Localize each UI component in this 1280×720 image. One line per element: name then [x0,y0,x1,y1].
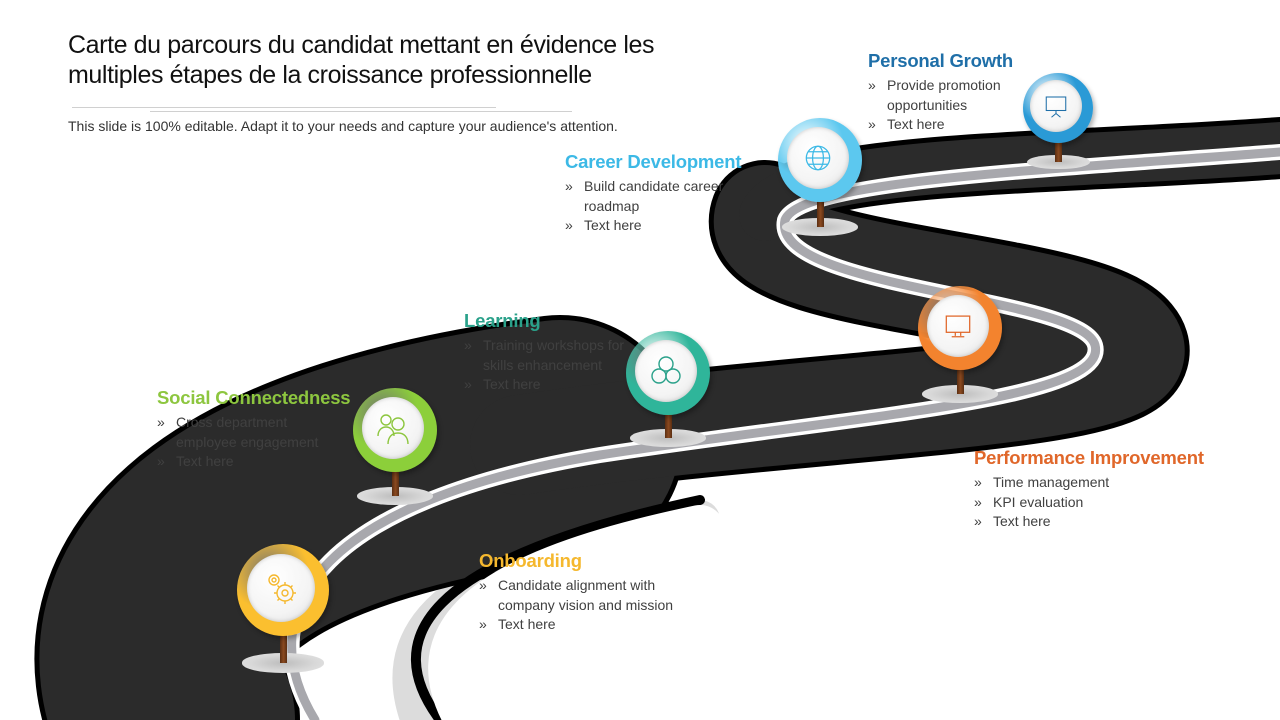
pin-face [634,339,698,403]
gears-icon [268,574,296,604]
pin-ring [778,118,862,202]
stage-bullet: Text here [464,375,644,395]
globe-icon [805,145,831,171]
stage-heading: Onboarding [479,550,582,571]
pin-ring [1023,73,1093,143]
pin-stick [279,632,287,663]
stage-bullet: Text here [157,452,342,472]
circles-icon [651,356,681,384]
stage-learning: Learning Training workshops for skills e… [464,310,644,395]
pin-stick [664,411,672,438]
stage-bullet: Build candidate career roadmap [565,177,740,216]
stage-bullet: Text here [868,115,1018,135]
stage-bullet: Text here [565,216,740,236]
pin-face [246,553,316,623]
stage-personal-growth: Personal Growth Provide promotion opport… [868,50,1018,135]
stage-heading: Career Development [565,151,742,172]
lane-stripe [287,147,1280,720]
stage-heading: Learning [464,310,541,331]
stage-onboarding: Onboarding Candidate alignment with comp… [479,550,694,635]
pin-ring [237,544,329,636]
title-divider [72,107,496,108]
pin-face [786,126,850,190]
pin-face [926,294,990,358]
title-divider [150,111,572,112]
stage-bullet: Provide promotion opportunities [868,76,1018,115]
pin-stick [1054,139,1062,162]
stage-bullet: Text here [974,512,1214,532]
pin-face [1030,80,1082,132]
stage-bullet: Training workshops for skills enhancemen… [464,336,644,375]
stage-heading: Performance Improvement [974,447,1204,468]
stage-bullet: Cross department employee engagement [157,413,342,452]
stage-bullet: Text here [479,615,694,635]
stage-heading: Personal Growth [868,50,1014,71]
pin-stick [391,468,399,496]
stage-performance-improvement: Performance Improvement Time managementK… [974,447,1214,532]
pin-stick [816,198,824,227]
pin-face [361,396,425,460]
pin-ring [353,388,437,472]
road-surface [39,320,680,720]
slide-title: Carte du parcours du candidat mettant en… [68,31,655,89]
slide-subtitle: This slide is 100% editable. Adapt it to… [68,118,618,134]
road-inner-edge [411,495,705,720]
stage-social-connectedness: Social Connectedness Cross department em… [157,387,351,472]
stage-heading: Social Connectedness [157,387,351,408]
presentation-board-icon [1045,96,1067,118]
pin-ring [626,331,710,415]
stage-bullet: KPI evaluation [974,493,1214,513]
monitor-icon [945,315,971,338]
stage-bullet: Time management [974,473,1214,493]
stage-bullet: Candidate alignment with company vision … [479,576,694,615]
pin-ring [918,286,1002,370]
people-icon [377,414,409,445]
pin-stick [956,366,964,394]
stage-career-development: Career Development Build candidate caree… [565,151,742,236]
